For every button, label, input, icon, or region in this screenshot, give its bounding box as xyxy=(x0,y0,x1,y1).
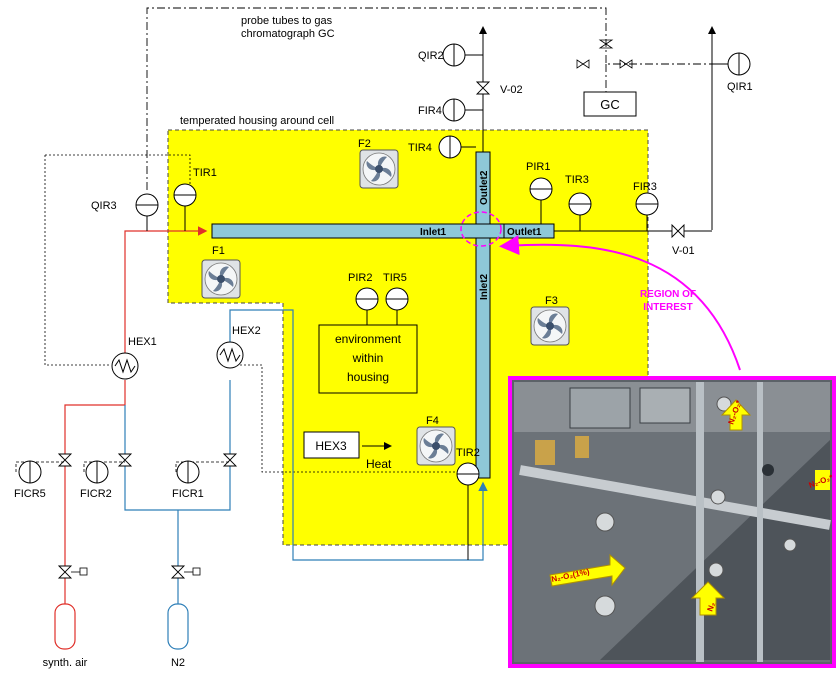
hex2-label: HEX2 xyxy=(232,325,261,337)
environment-label-2: within xyxy=(352,351,384,365)
hex1-label: HEX1 xyxy=(128,336,157,348)
fir4-label: FIR4 xyxy=(418,105,442,117)
pir2-label: PIR2 xyxy=(348,272,372,284)
inlet1-channel xyxy=(212,224,504,238)
hex3-label: HEX3 xyxy=(315,439,347,453)
fan-f3-icon xyxy=(531,307,569,345)
region-label-2: INTEREST xyxy=(643,302,692,313)
tir1-label: TIR1 xyxy=(193,167,217,179)
tir5-label: TIR5 xyxy=(383,272,407,284)
heat-label: Heat xyxy=(366,457,392,471)
valve-synth-air xyxy=(59,566,71,578)
n2-cylinder xyxy=(168,604,188,649)
outlet2-label: Outlet2 xyxy=(479,170,490,205)
regulator-synth-air xyxy=(80,568,87,575)
valve-ficr1 xyxy=(224,454,236,466)
synth-air-label: synth. air xyxy=(43,657,88,669)
valve-n2 xyxy=(172,566,184,578)
housing-label: temperated housing around cell xyxy=(180,115,334,127)
ficr2-label: FICR2 xyxy=(80,488,112,500)
v02-label: V-02 xyxy=(500,84,523,96)
ficr5-label: FICR5 xyxy=(14,488,46,500)
fir3-label: FIR3 xyxy=(633,181,657,193)
gc-label: GC xyxy=(600,97,620,112)
synth-air-cylinder xyxy=(55,604,75,649)
fan-f2-icon xyxy=(360,150,398,188)
regulator-n2 xyxy=(193,568,200,575)
f1-label: F1 xyxy=(212,245,225,257)
tir4-label: TIR4 xyxy=(408,142,432,154)
inlet2-label: Inlet2 xyxy=(479,273,490,300)
valve-ficr5 xyxy=(59,454,71,466)
f2-label: F2 xyxy=(358,138,371,150)
fan-f4-icon xyxy=(417,427,455,465)
photo-content xyxy=(514,382,830,662)
ficr1-label: FICR1 xyxy=(172,488,204,500)
probe-valve xyxy=(577,60,589,68)
qir3-label: QIR3 xyxy=(91,200,117,212)
f3-label: F3 xyxy=(545,295,558,307)
valve-v02 xyxy=(477,82,489,94)
qir1-label: QIR1 xyxy=(727,81,753,93)
probe-tubes-label-2: chromatograph GC xyxy=(241,28,335,40)
qir2-label: QIR2 xyxy=(418,50,444,62)
hex1-signal-line-2 xyxy=(45,155,110,365)
valve-v01 xyxy=(672,225,684,237)
synth-air-supply-line xyxy=(65,380,125,590)
environment-label-3: housing xyxy=(347,370,389,384)
inlet1-label: Inlet1 xyxy=(420,227,447,238)
v01-label: V-01 xyxy=(672,245,695,257)
region-label-1: REGION OF xyxy=(640,289,696,300)
valve-ficr2 xyxy=(119,454,131,466)
n2-label: N2 xyxy=(171,657,185,669)
tir3-label: TIR3 xyxy=(565,174,589,186)
pir1-label: PIR1 xyxy=(526,161,550,173)
f4-label: F4 xyxy=(426,415,439,427)
tir2-label: TIR2 xyxy=(456,447,480,459)
outlet1-label: Outlet1 xyxy=(507,227,542,238)
fan-f1-icon xyxy=(202,260,240,298)
probe-tubes-label: probe tubes to gas xyxy=(241,15,333,27)
environment-label-1: environment xyxy=(335,332,402,346)
